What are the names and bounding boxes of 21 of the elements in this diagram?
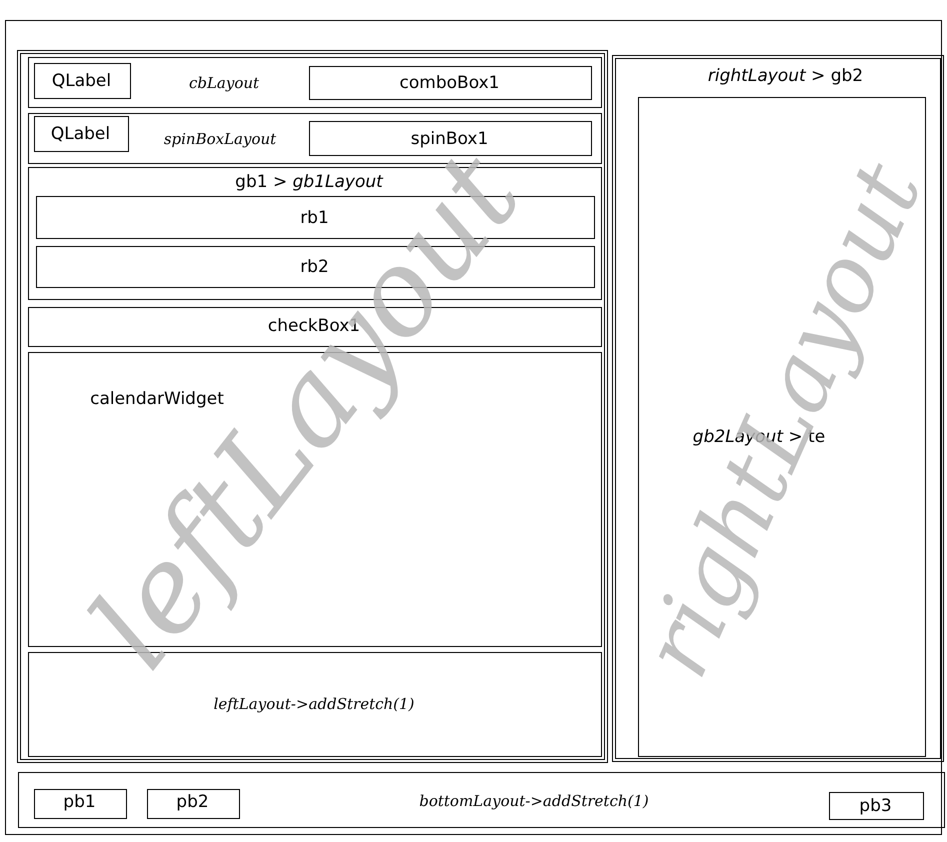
widget-label: pb3 xyxy=(859,796,892,816)
widget-label: pb2 xyxy=(176,792,209,812)
widget-label: QLabel xyxy=(50,124,110,144)
layout-name: spinBoxLayout xyxy=(164,130,276,148)
widget-box xyxy=(309,66,592,100)
layout-panel xyxy=(18,772,944,828)
widget-box xyxy=(34,116,129,152)
layout-row xyxy=(28,56,602,108)
layout-note: leftLayout->addStretch(1) xyxy=(214,695,414,713)
widget-box xyxy=(147,789,240,819)
layout-note: bottomLayout->addStretch(1) xyxy=(419,792,649,810)
widget-box xyxy=(34,63,131,99)
widget-box xyxy=(309,121,592,156)
widget-label: QLabel xyxy=(52,70,112,90)
widget-box xyxy=(34,789,127,819)
widget-label: pb1 xyxy=(63,792,96,812)
widget-label: comboBox1 xyxy=(400,72,500,92)
layout-name: cbLayout xyxy=(188,74,260,92)
group-title: rightLayout > gb2 xyxy=(708,66,864,86)
widget-box xyxy=(829,792,924,820)
widget-label: spinBox1 xyxy=(410,128,488,148)
